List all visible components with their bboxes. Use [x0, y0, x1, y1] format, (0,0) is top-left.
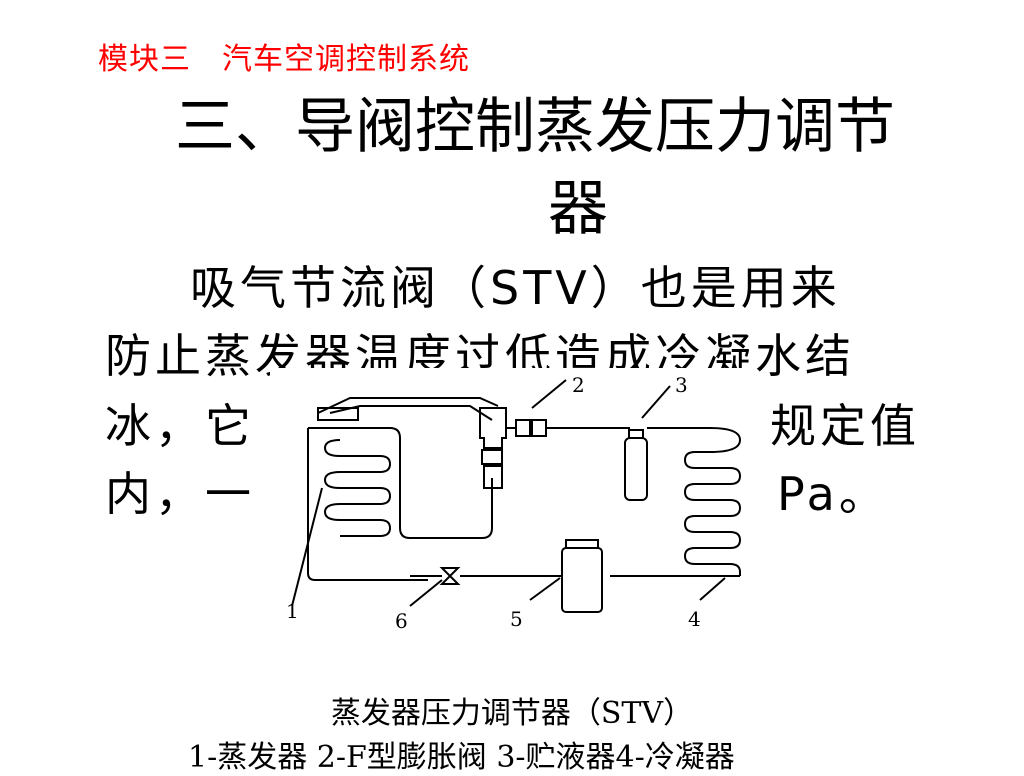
diagram-labels: 1 2 3 4 5 6 — [286, 373, 701, 633]
leader-line-3 — [641, 385, 671, 419]
diagram-caption-legend: 1-蒸发器 2-F型膨胀阀 3-贮液器4-冷凝器 — [188, 740, 735, 775]
diagram-label-6: 6 — [395, 609, 408, 633]
slide-title: 三、导阀控制蒸发压力调节 — [175, 92, 895, 162]
condenser-coils — [683, 427, 742, 576]
body-line-3-right: 规定值 — [770, 399, 920, 453]
drier-cap — [628, 429, 644, 439]
evaporator-inner-return — [399, 438, 493, 539]
receiver-cap — [565, 539, 599, 549]
expansion-valve-body — [479, 407, 507, 449]
evaporator-coil-2 — [340, 519, 392, 537]
evaporator-coil-1 — [323, 439, 392, 521]
body-line-4: 内，一 Pa。 — [105, 458, 985, 524]
diagram-caption-title: 蒸发器压力调节器（STV） — [330, 696, 694, 731]
leader-line-6 — [409, 579, 443, 607]
diagram-label-3: 3 — [675, 373, 688, 397]
leader-line-1 — [291, 487, 323, 607]
body-line-3-left: 冰，它 — [105, 399, 255, 453]
diagram-label-5: 5 — [510, 607, 523, 631]
valve-fitting-2 — [483, 465, 503, 489]
body-line-4-left: 内，一 — [105, 467, 255, 521]
module-header: 模块三 汽车空调控制系统 — [98, 42, 470, 77]
body-line-4-right: Pa。 — [777, 467, 889, 521]
leader-line-4 — [699, 577, 726, 601]
diagram-lines — [291, 379, 742, 613]
body-line-3: 冰，它 规定值 — [105, 390, 985, 456]
capillary-line-top — [317, 397, 499, 414]
slide-title-continuation: 器 — [548, 174, 608, 244]
evaporator-header — [317, 407, 359, 421]
diagram-label-2: 2 — [572, 373, 585, 397]
body-line-1: 吸气节流阀（STV）也是用来 — [190, 261, 841, 315]
leader-line-5 — [529, 577, 561, 601]
leader-line-2 — [531, 379, 567, 409]
evaporator-top-line — [308, 427, 401, 439]
diagram-label-1: 1 — [286, 599, 299, 623]
diagram-label-4: 4 — [688, 607, 701, 631]
evaporator-outer-line — [307, 428, 428, 581]
stv-system-diagram: 1 2 3 4 5 6 — [270, 368, 750, 638]
valve-fitting-1 — [481, 449, 503, 465]
manual-valve-6 — [439, 567, 461, 585]
